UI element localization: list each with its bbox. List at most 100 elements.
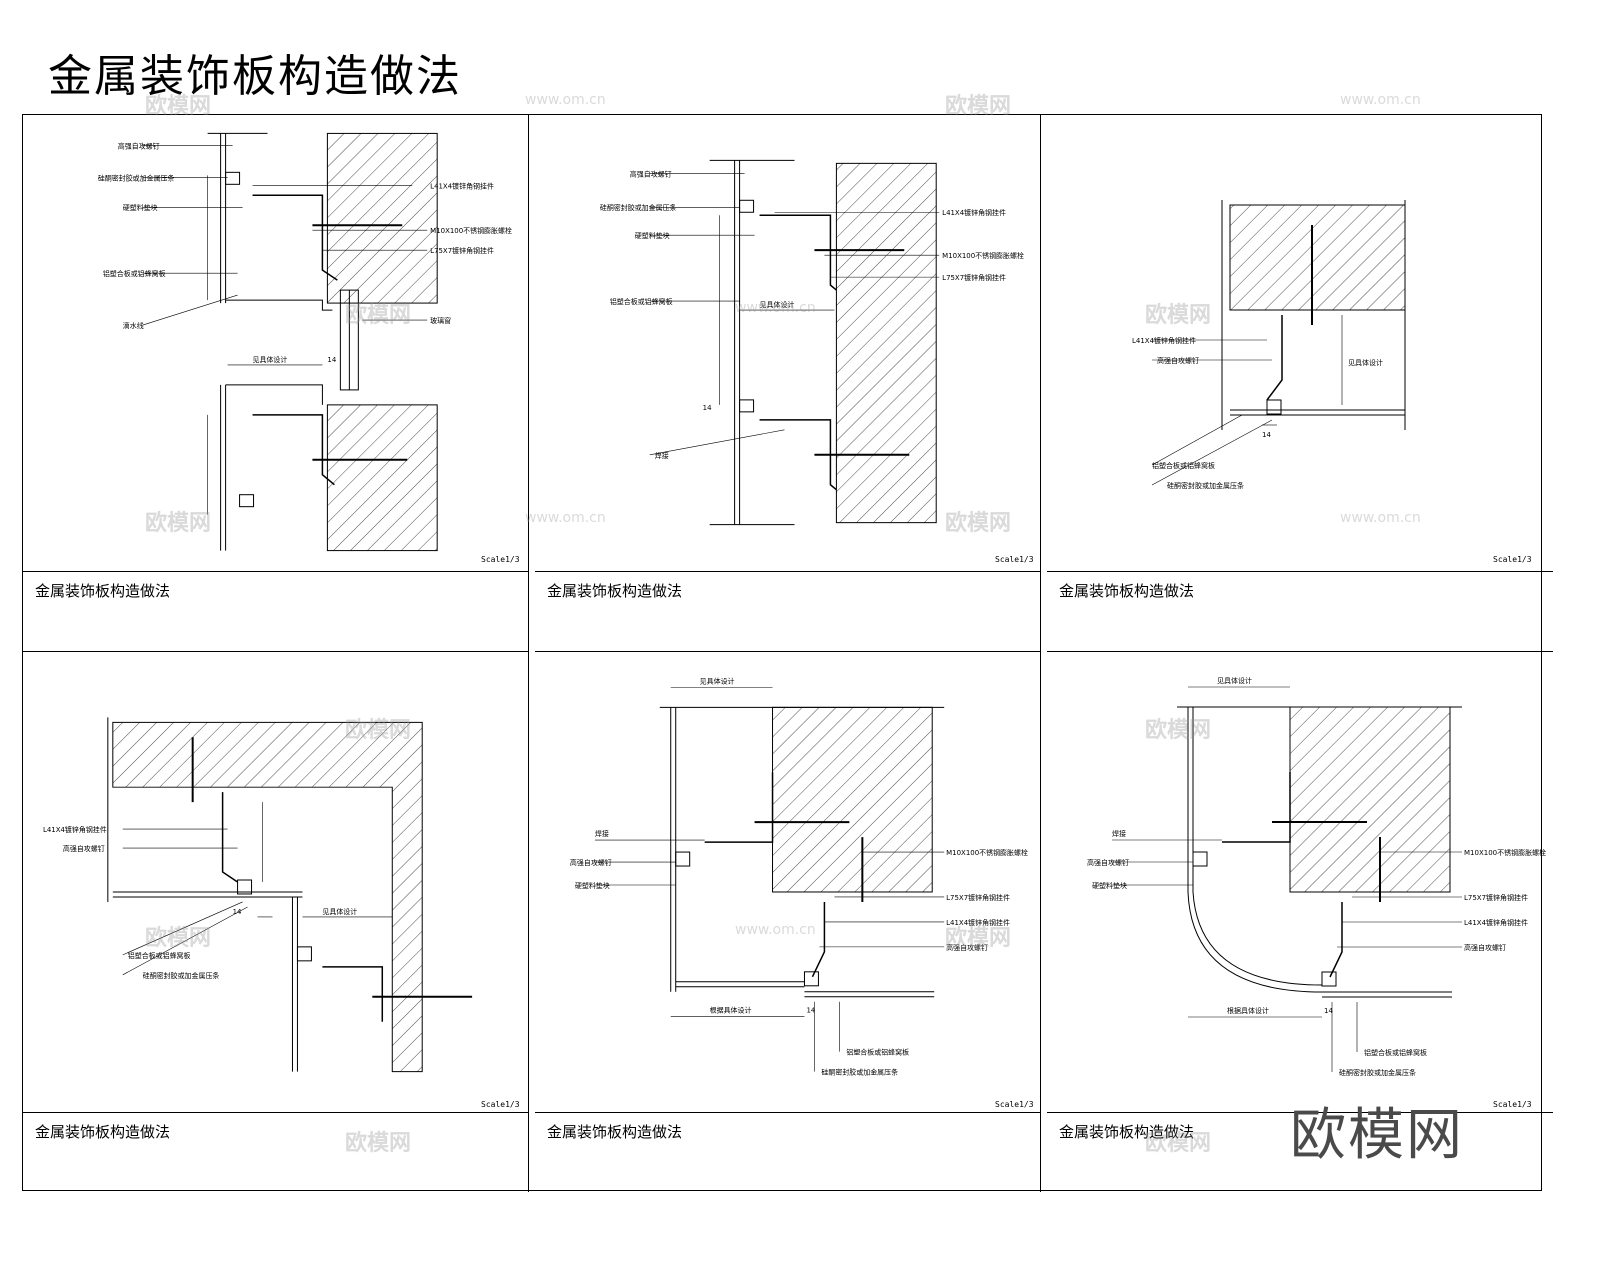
panel-caption: 金属装饰板构造做法: [1059, 582, 1195, 600]
label-angle-l41: L41X4镀锌角钢挂件: [946, 918, 1010, 927]
label-tapping-screw: 高强自攻螺钉: [63, 844, 105, 853]
caption-row: 金属装饰板构造做法: [23, 571, 528, 652]
label-sealant: 硅酮密封胶或加金属压条: [1167, 481, 1244, 490]
caption-row: 金属装饰板构造做法: [535, 571, 1040, 652]
caption-row: 金属装饰板构造做法: [1047, 1112, 1553, 1192]
label-drip-line: 滴水线: [123, 321, 144, 330]
dimension-design: 见具体设计: [760, 300, 795, 309]
watermark-url: www.om.cn: [735, 922, 816, 938]
label-tapping-screw: 高强自攻螺钉: [570, 858, 612, 867]
detail-panel-3: L41X4镀锌角钢挂件 高强自攻螺钉 铝塑合板或铝蜂窝板 硅酮密封胶或加金属压条…: [1047, 115, 1553, 652]
detail-panel-4: L41X4镀锌角钢挂件 高强自攻螺钉 铝塑合板或铝蜂窝板 硅酮密封胶或加金属压条…: [23, 652, 529, 1192]
label-angle-l41: L41X4镀锌角钢挂件: [1132, 336, 1196, 345]
detail-panel-1: 高强自攻螺钉 硅酮密封胶或加金属压条 硬塑料垫块 铝塑合板或铝蜂窝板 滴水线 L…: [23, 115, 529, 652]
label-sealant: 硅酮密封胶或加金属压条: [143, 971, 220, 980]
label-angle-l75: L75X7镀锌角钢挂件: [942, 273, 1006, 282]
label-sealant: 硅酮密封胶或加金属压条: [600, 203, 677, 212]
dimension-design: 见具体设计: [1348, 358, 1383, 367]
scale-note: Scale1/3: [995, 555, 1034, 564]
watermark-url: www.om.cn: [735, 300, 816, 316]
page-title: 金属装饰板构造做法: [48, 51, 462, 102]
label-expansion-bolt: M10X100不锈钢膨胀螺栓: [942, 251, 1024, 260]
label-angle-l41: L41X4镀锌角钢挂件: [43, 825, 107, 834]
drawing-sheet: 高强自攻螺钉 硅酮密封胶或加金属压条 硬塑料垫块 铝塑合板或铝蜂窝板 滴水线 L…: [22, 114, 1553, 1192]
dimension-14: 14: [1262, 431, 1271, 439]
dimension-14: 14: [233, 908, 242, 916]
watermark-logo: 欧模网: [1145, 303, 1212, 328]
watermark-url: www.om.cn: [525, 510, 606, 526]
label-tapping-screw: 高强自攻螺钉: [118, 141, 160, 150]
caption-row: 金属装饰板构造做法: [1047, 571, 1553, 652]
label-sealant: 硅酮密封胶或加金属压条: [821, 1068, 898, 1077]
detail-drawing-5: 焊接 高强自攻螺钉 硬塑料垫块 M10X100不锈钢膨胀螺栓 L75X7镀锌角钢…: [570, 676, 1028, 1077]
label-angle-l41: L41X4镀锌角钢挂件: [1464, 918, 1528, 927]
watermark-logo: 欧模网: [345, 718, 412, 743]
label-tapping-screw-right: 高强自攻螺钉: [946, 943, 988, 952]
scale-note: Scale1/3: [1493, 1100, 1532, 1109]
dimension-design: 见具体设计: [1217, 676, 1252, 685]
label-weld: 焊接: [595, 829, 609, 838]
panel-caption: 金属装饰板构造做法: [35, 1123, 171, 1141]
label-expansion-bolt: M10X100不锈钢膨胀螺栓: [1464, 848, 1546, 857]
caption-row: 金属装饰板构造做法: [535, 1112, 1040, 1192]
label-plastic-pad: 硬塑料垫块: [123, 203, 158, 212]
label-angle-l41: L41X4镀锌角钢挂件: [430, 181, 494, 190]
label-plastic-pad: 硬塑料垫块: [575, 881, 610, 890]
watermark-logo: 欧模网: [345, 1131, 412, 1156]
label-plastic-pad: 硬塑料垫块: [635, 231, 670, 240]
watermark-logo: 欧模网: [345, 303, 412, 328]
watermark-logo: 欧模网: [145, 94, 212, 119]
label-aluminum-panel: 铝塑合板或铝蜂窝板: [610, 297, 673, 306]
scale-note: Scale1/3: [1493, 555, 1532, 564]
label-tapping-screw: 高强自攻螺钉: [1157, 356, 1199, 365]
label-expansion-bolt: M10X100不锈钢膨胀螺栓: [430, 226, 512, 235]
panel-caption: 金属装饰板构造做法: [547, 582, 683, 600]
watermark-logo: 欧模网: [1145, 718, 1212, 743]
label-tapping-screw-right: 高强自攻螺钉: [1464, 943, 1506, 952]
watermark-logo: 欧模网: [145, 511, 212, 536]
detail-drawing-1: 高强自攻螺钉 硅酮密封胶或加金属压条 硬塑料垫块 铝塑合板或铝蜂窝板 滴水线 L…: [98, 132, 512, 552]
label-expansion-bolt: M10X100不锈钢膨胀螺栓: [946, 848, 1028, 857]
label-weld: 焊接: [1112, 829, 1126, 838]
label-aluminum-panel: 铝塑合板或铝蜂窝板: [846, 1048, 909, 1057]
dimension-14: 14: [703, 404, 712, 412]
scale-note: Scale1/3: [995, 1100, 1034, 1109]
label-aluminum-panel: 铝塑合板或铝蜂窝板: [1364, 1048, 1427, 1057]
label-angle-l75: L75X7镀锌角钢挂件: [1464, 893, 1528, 902]
label-aluminum-panel: 铝塑合板或铝蜂窝板: [128, 951, 191, 960]
dimension-by-design: 根据具体设计: [710, 1006, 752, 1015]
dimension-by-design: 根据具体设计: [1227, 1006, 1269, 1015]
dimension-design: 见具体设计: [322, 907, 357, 916]
label-weld: 焊接: [655, 451, 669, 460]
detail-panel-5: 焊接 高强自攻螺钉 硬塑料垫块 M10X100不锈钢膨胀螺栓 L75X7镀锌角钢…: [535, 652, 1041, 1192]
watermark-logo: 欧模网: [1145, 1131, 1212, 1156]
watermark-logo: 欧模网: [945, 94, 1012, 119]
label-aluminum-panel: 铝塑合板或铝蜂窝板: [103, 269, 166, 278]
dimension-14: 14: [327, 356, 336, 364]
label-angle-l75: L75X7镀锌角钢挂件: [946, 893, 1010, 902]
caption-row: 金属装饰板构造做法: [23, 1112, 528, 1192]
detail-panel-2: 高强自攻螺钉 硅酮密封胶或加金属压条 硬塑料垫块 铝塑合板或铝蜂窝板 焊接 L4…: [535, 115, 1041, 652]
dimension-design: 见具体设计: [700, 676, 735, 685]
scale-note: Scale1/3: [481, 1100, 520, 1109]
detail-drawing-2: 高强自攻螺钉 硅酮密封胶或加金属压条 硬塑料垫块 铝塑合板或铝蜂窝板 焊接 L4…: [600, 159, 1024, 526]
panel-caption: 金属装饰板构造做法: [35, 582, 171, 600]
label-tapping-screw: 高强自攻螺钉: [630, 169, 672, 178]
label-angle-l41: L41X4镀锌角钢挂件: [942, 208, 1006, 217]
watermark-url: www.om.cn: [525, 92, 606, 108]
label-glass-window: 玻璃窗: [430, 316, 451, 325]
watermark-url: www.om.cn: [1340, 510, 1421, 526]
brand-logo: 欧模网: [1290, 1103, 1464, 1168]
panel-caption: 金属装饰板构造做法: [547, 1123, 683, 1141]
detail-drawing-6: 焊接 高强自攻螺钉 硬塑料垫块 M10X100不锈钢膨胀螺栓 L75X7镀锌角钢…: [1087, 676, 1546, 1077]
label-plastic-pad: 硬塑料垫块: [1092, 881, 1127, 890]
watermark-logo: 欧模网: [145, 926, 212, 951]
dimension-14: 14: [1324, 1007, 1333, 1015]
panel-caption: 金属装饰板构造做法: [1059, 1123, 1195, 1141]
label-angle-l75: L75X7镀锌角钢挂件: [430, 246, 494, 255]
scale-note: Scale1/3: [481, 555, 520, 564]
label-sealant: 硅酮密封胶或加金属压条: [98, 173, 175, 182]
watermark-logo: 欧模网: [945, 926, 1012, 951]
dimension-14: 14: [806, 1007, 815, 1015]
detail-panel-6: 焊接 高强自攻螺钉 硬塑料垫块 M10X100不锈钢膨胀螺栓 L75X7镀锌角钢…: [1047, 652, 1553, 1192]
